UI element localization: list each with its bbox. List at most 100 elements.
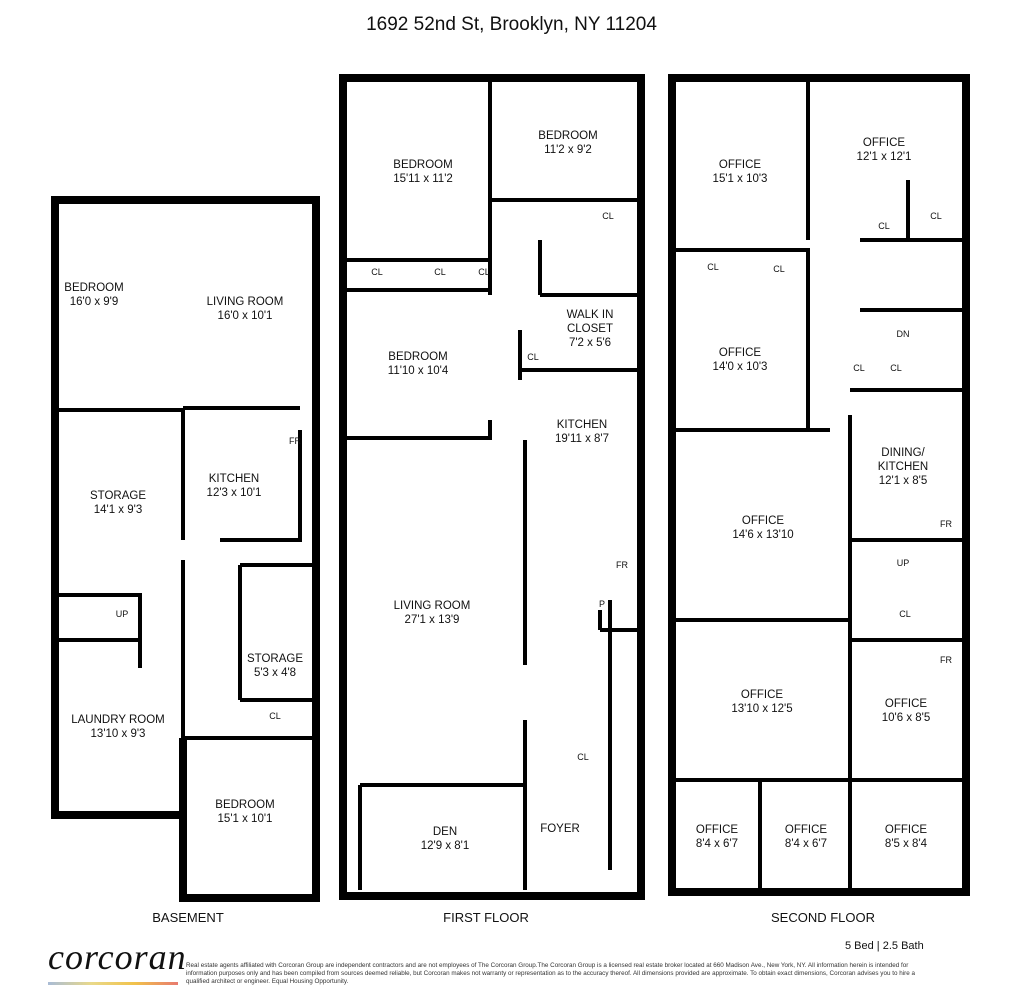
room-dims: 16'0 x 9'9 — [69, 296, 119, 308]
room-name: BEDROOM — [388, 351, 448, 363]
closet-mark: CL — [878, 221, 890, 231]
stairs-up-mark: UP — [115, 609, 129, 619]
room-name: FOYER — [540, 823, 580, 835]
second-floor-walls — [672, 82, 966, 890]
basement-room-storage-small: STORAGE 5'3 x 4'8 — [247, 652, 303, 680]
closet-mark: CL — [527, 352, 539, 362]
first-room-foyer: FOYER — [540, 822, 580, 836]
room-dims: 15'11 x 11'2 — [393, 173, 453, 185]
room-dims: 8'5 x 8'4 — [884, 838, 928, 850]
closet-mark: CL — [371, 267, 383, 277]
room-name: OFFICE — [741, 515, 785, 527]
room-dims: 13'10 x 12'5 — [731, 703, 793, 715]
first-room-bedroom-3: BEDROOM 11'10 x 10'4 — [388, 350, 448, 378]
room-name: OFFICE — [884, 824, 928, 836]
corcoran-logo: corcoran — [48, 937, 187, 977]
closet-mark: CL — [707, 262, 719, 272]
stairs-down-mark: DN — [896, 329, 910, 339]
room-name: OFFICE — [862, 137, 906, 149]
room-name: STORAGE — [246, 653, 304, 665]
room-name: LIVING ROOM — [393, 600, 471, 612]
room-dims: 11'10 x 10'4 — [387, 365, 449, 377]
room-dims: 8'4 x 6'7 — [695, 838, 739, 850]
floor-label-second: SECOND FLOOR — [770, 910, 876, 925]
room-name: DEN — [432, 826, 458, 838]
room-name: STORAGE — [89, 490, 147, 502]
room-name: LIVING ROOM — [206, 296, 284, 308]
room-name: OFFICE — [740, 689, 784, 701]
room-name: WALK IN CLOSET — [566, 309, 614, 335]
first-room-living: LIVING ROOM 27'1 x 13'9 — [394, 599, 471, 627]
closet-mark: CL — [899, 609, 911, 619]
pantry-mark: P — [598, 599, 606, 609]
room-dims: 5'3 x 4'8 — [253, 667, 297, 679]
room-dims: 14'6 x 13'10 — [732, 529, 794, 541]
room-name: LAUNDRY ROOM — [71, 714, 165, 726]
fridge-mark: FR — [616, 560, 628, 570]
second-room-office-1: OFFICE 15'1 x 10'3 — [713, 158, 768, 186]
second-room-office-7: OFFICE 8'4 x 6'7 — [696, 823, 738, 851]
room-dims: 12'3 x 10'1 — [206, 487, 262, 499]
room-name: BEDROOM — [64, 282, 124, 294]
room-name: OFFICE — [695, 824, 739, 836]
closet-mark: CL — [478, 267, 490, 277]
floor-label-basement: BASEMENT — [152, 910, 224, 925]
room-dims: 15'1 x 10'1 — [217, 813, 273, 825]
first-room-walk-in-closet: WALK IN CLOSET 7'2 x 5'6 — [555, 308, 625, 350]
closet-mark: CL — [930, 211, 942, 221]
second-room-office-3: OFFICE 14'0 x 10'3 — [713, 346, 768, 374]
room-dims: 16'0 x 10'1 — [217, 310, 273, 322]
closet-mark: CL — [773, 264, 785, 274]
second-room-office-5: OFFICE 13'10 x 12'5 — [731, 688, 792, 716]
first-floor-walls — [341, 82, 637, 890]
room-dims: 19'11 x 8'7 — [554, 433, 610, 445]
room-dims: 8'4 x 6'7 — [784, 838, 828, 850]
disclaimer-text: Real estate agents affiliated with Corco… — [186, 962, 915, 985]
closet-mark: CL — [602, 211, 614, 221]
room-dims: 14'0 x 10'3 — [712, 361, 768, 373]
room-name: BEDROOM — [538, 130, 598, 142]
closet-mark: CL — [269, 711, 281, 721]
floor-label-first: FIRST FLOOR — [443, 910, 529, 925]
fridge-mark: FR — [940, 655, 952, 665]
basement-outer-wall — [51, 196, 320, 902]
basement-room-laundry: LAUNDRY ROOM 13'10 x 9'3 — [71, 713, 165, 741]
logo-gradient-bar — [48, 982, 178, 985]
bed-bath-summary: 5 Bed | 2.5 Bath — [845, 940, 924, 952]
room-dims: 15'1 x 10'3 — [712, 173, 768, 185]
second-room-office-9: OFFICE 8'5 x 8'4 — [885, 823, 927, 851]
first-room-bedroom-2: BEDROOM 11'2 x 9'2 — [538, 129, 597, 157]
room-dims: 7'2 x 5'6 — [568, 337, 612, 349]
second-room-office-6: OFFICE 10'6 x 8'5 — [882, 697, 931, 725]
room-name: OFFICE — [718, 347, 762, 359]
room-dims: 13'10 x 9'3 — [90, 728, 146, 740]
closet-mark: CL — [577, 752, 589, 762]
room-name: OFFICE — [718, 159, 762, 171]
room-name: OFFICE — [884, 698, 928, 710]
room-name: KITCHEN — [556, 419, 608, 431]
second-floor-outer-wall — [668, 74, 970, 896]
basement-room-bedroom: BEDROOM 16'0 x 9'9 — [64, 281, 123, 309]
room-dims: 27'1 x 13'9 — [404, 614, 460, 626]
fridge-mark: FR — [289, 436, 301, 446]
room-name: OFFICE — [784, 824, 828, 836]
first-room-kitchen: KITCHEN 19'11 x 8'7 — [555, 418, 609, 446]
basement-room-storage: STORAGE 14'1 x 9'3 — [90, 489, 146, 517]
room-dims: 11'2 x 9'2 — [544, 144, 592, 156]
room-dims: 12'1 x 8'5 — [878, 475, 928, 487]
second-room-office-4: OFFICE 14'6 x 13'10 — [732, 514, 793, 542]
closet-mark: CL — [853, 363, 865, 373]
stairs-up-mark: UP — [896, 558, 910, 568]
fridge-mark: FR — [940, 519, 952, 529]
room-dims: 14'1 x 9'3 — [93, 504, 143, 516]
room-dims: 10'6 x 8'5 — [881, 712, 931, 724]
basement-room-living: LIVING ROOM 16'0 x 10'1 — [207, 295, 284, 323]
basement-walls — [55, 406, 316, 740]
closet-mark: CL — [434, 267, 446, 277]
room-name: BEDROOM — [393, 159, 453, 171]
address-title: 1692 52nd St, Brooklyn, NY 11204 — [366, 14, 657, 35]
